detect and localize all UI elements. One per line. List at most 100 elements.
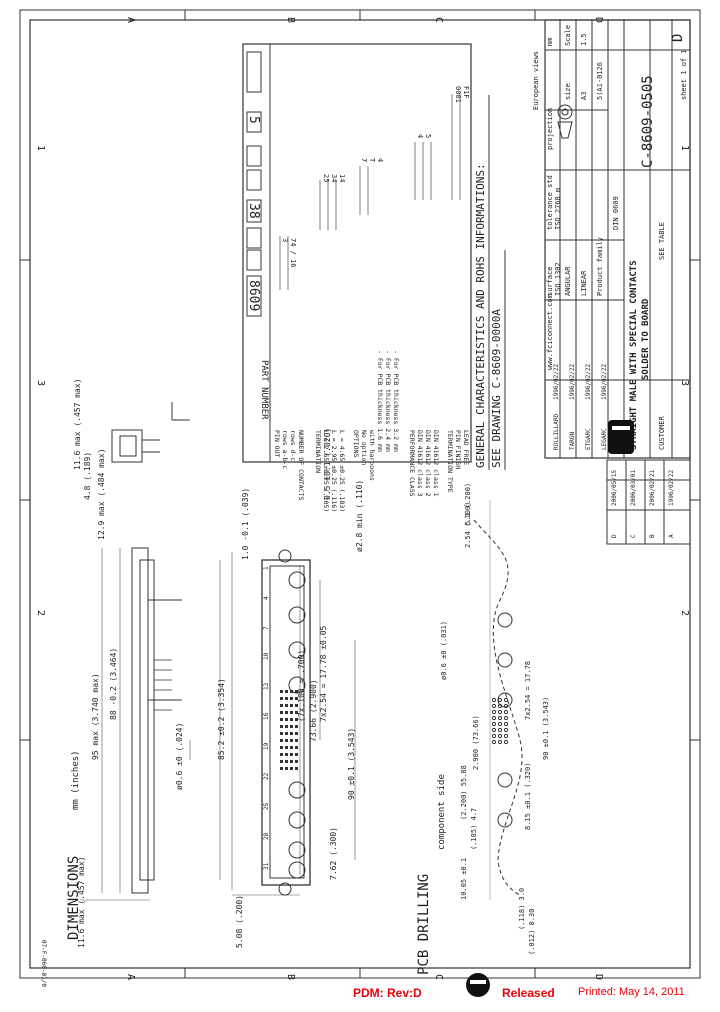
col-label: B <box>285 974 296 980</box>
units-note: mm (inches) <box>71 750 81 810</box>
pcb-small-hole <box>497 733 503 739</box>
part-digit: 5 <box>246 116 261 124</box>
row-label: 3 <box>679 380 690 386</box>
tolerance-label: tolerance std <box>546 175 554 230</box>
contact-hole <box>288 861 306 879</box>
signal-pin <box>295 725 298 728</box>
pcb-drilling-title: PCB DRILLING <box>416 874 432 975</box>
contact-hole <box>288 781 306 799</box>
pin-number-label: 1 <box>263 566 270 570</box>
tolerance-note: ISO 2768 m <box>554 188 562 230</box>
signal-pin <box>285 690 288 693</box>
pcb-small-hole <box>497 697 503 703</box>
part-digit: 38 <box>246 203 261 219</box>
pcb-small-hole <box>503 703 509 709</box>
value-class2: 5 <box>424 134 432 138</box>
signal-pin <box>285 725 288 728</box>
part-number-header: PART NUMBER <box>259 360 269 420</box>
scale-value: 1.5 <box>580 33 588 46</box>
revision-date: 2006/02/21 <box>649 469 656 506</box>
connector-face <box>261 549 311 896</box>
revision-rev: B <box>649 534 656 538</box>
surface-value: ISO 1302 <box>554 262 562 296</box>
pcb-dim-f: (.012) 0.30 <box>528 909 536 955</box>
row-label: 1 <box>35 145 46 151</box>
row-rows-abc: rows a-b-c <box>281 430 289 469</box>
row-termination: TERMINATION <box>314 430 322 473</box>
row-rows-dc: rows d-c <box>289 430 297 461</box>
signal-pin <box>285 767 288 770</box>
row-options: OPTIONS <box>352 430 360 457</box>
signal-pin <box>280 690 283 693</box>
pcb-small-hole <box>491 727 497 733</box>
col-label: A <box>125 17 136 23</box>
contact-hole <box>288 841 306 859</box>
pcb-small-hole <box>491 721 497 727</box>
pcb-dim-h: 5.1 (.200) <box>464 483 472 525</box>
row-class2: DIN 41612 class 2 <box>424 430 432 497</box>
value-rows-abc: 3 <box>281 238 289 242</box>
signal-pin <box>290 697 293 700</box>
signal-pin <box>285 732 288 735</box>
signal-pin <box>295 746 298 749</box>
section-subtitles: mm (inches) component side <box>71 750 447 850</box>
title-line-1: STRAIGHT MALE WITH SPECIAL CONTACTS <box>629 260 639 450</box>
signal-pin <box>295 739 298 742</box>
revision-date: 1996/02/22 <box>668 469 675 506</box>
signal-pin <box>295 704 298 707</box>
revision-date: 2006/03/01 <box>630 469 637 506</box>
signal-pin <box>285 760 288 763</box>
printed-date: Printed: May 14, 2011 <box>578 986 685 998</box>
fci-bottom-logo-icon <box>466 973 490 997</box>
pcb-small-hole <box>503 727 509 733</box>
approval-rows: ROLLILLARD 1996/02/22 TARGN 1996/02/22 E… <box>553 363 608 450</box>
value-harpoons: T <box>368 158 376 163</box>
section-titles: DIMENSIONS PCB DRILLING <box>66 856 432 975</box>
title-block <box>544 19 691 459</box>
general-notes: GENERAL CHARACTERISTICS AND ROHS INFORMA… <box>474 163 503 468</box>
row-pcb24: - For PCB thickness 2.4 mm <box>384 350 392 452</box>
signal-pin <box>285 697 288 700</box>
dim-pin-diam: ø0.6 ±0 (.024) <box>175 723 184 790</box>
signal-pin <box>280 704 283 707</box>
signal-pin <box>290 746 293 749</box>
approver-name: ETGARC <box>585 428 592 450</box>
signal-pin <box>280 760 283 763</box>
signal-pin <box>280 711 283 714</box>
pcb-large-hole <box>497 612 513 628</box>
pcb-dim-a: 2.900 (73.66) <box>472 715 480 770</box>
col-label: B <box>285 17 296 23</box>
pcb-small-hole <box>491 739 497 745</box>
signal-pin <box>285 711 288 714</box>
pin-number-label: 22 <box>263 772 270 780</box>
signal-pin <box>285 746 288 749</box>
drawing-number-block: C-8609-0505 D <box>640 34 686 168</box>
pcb-small-hole <box>491 697 497 703</box>
general-heading: GENERAL CHARACTERISTICS AND ROHS INFORMA… <box>474 163 487 468</box>
signal-pin <box>285 753 288 756</box>
signal-pin <box>290 718 293 721</box>
row-l2: L = 2.95 ±0.25 (.116) <box>330 430 338 512</box>
din-label: DIN 0609 <box>612 196 620 230</box>
pcb-small-hole <box>497 721 503 727</box>
dim-overall: 95 max (3.740 max) <box>91 673 100 760</box>
contact-hole <box>288 811 306 829</box>
row-l3: L = 4.65 ±0.25 (.183) <box>338 430 346 512</box>
row-label: 1 <box>679 145 690 151</box>
side-profile <box>111 402 190 463</box>
signal-pin <box>280 746 283 749</box>
pcb-dim-i: 2.54 (.100) <box>464 502 472 548</box>
approver-date: 1996/02/22 <box>585 363 592 400</box>
pcb-small-hole <box>497 727 503 733</box>
pin-number-label: 28 <box>263 832 270 840</box>
signal-pin <box>290 690 293 693</box>
part-table-frame <box>242 43 472 463</box>
value-l2: 34 <box>330 174 338 182</box>
signal-pin <box>295 753 298 756</box>
row-class1: DIN 41612 class 1 <box>432 430 440 497</box>
pcb-dimension-labels: 2.900 (73.66) (2.200) 55.88 8.15 ±0.1 (.… <box>440 483 550 955</box>
value-lead-free: F1F <box>462 86 470 99</box>
